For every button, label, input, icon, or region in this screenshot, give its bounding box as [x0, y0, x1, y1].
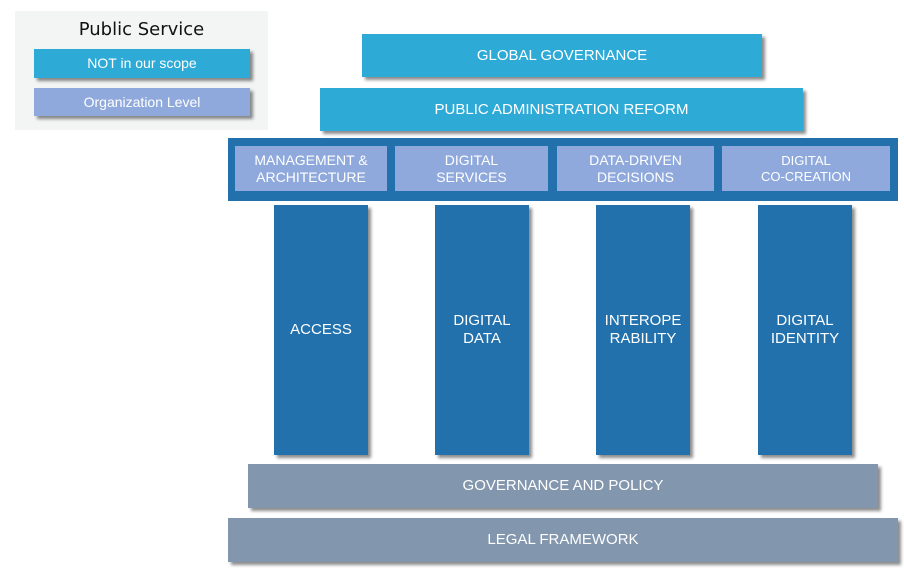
capability-management-architecture: MANAGEMENT &ARCHITECTURE: [235, 146, 387, 191]
legend: Public Service NOT in our scope Organiza…: [15, 11, 268, 130]
layer-label: PUBLIC ADMINISTRATION REFORM: [434, 100, 689, 118]
pillar-access: ACCESS: [274, 205, 368, 455]
legend-item-not-in-scope: NOT in our scope: [34, 49, 250, 78]
legend-item-label: NOT in our scope: [87, 55, 197, 72]
layer-public-administration-reform: PUBLIC ADMINISTRATION REFORM: [320, 88, 803, 131]
legend-item-organization-level: Organization Level: [34, 88, 250, 116]
layer-governance-and-policy: GOVERNANCE AND POLICY: [248, 464, 878, 508]
legend-title: Public Service: [78, 19, 205, 40]
layer-legal-framework: LEGAL FRAMEWORK: [228, 518, 898, 562]
legend-item-label: Organization Level: [83, 93, 201, 110]
layer-label: GOVERNANCE AND POLICY: [462, 477, 664, 494]
layer-label: LEGAL FRAMEWORK: [487, 531, 639, 548]
layer-global-governance: GLOBAL GOVERNANCE: [362, 34, 762, 77]
layer-label: GLOBAL GOVERNANCE: [476, 46, 648, 64]
